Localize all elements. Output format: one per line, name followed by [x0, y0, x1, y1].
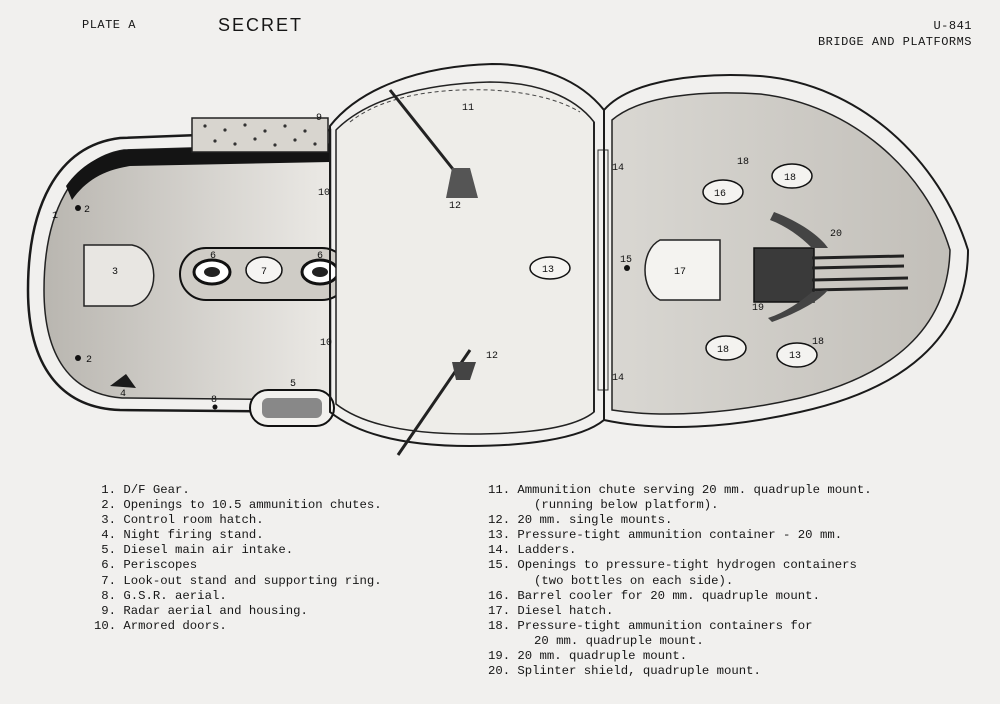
legend-item: 10. Armored doors.	[94, 618, 227, 633]
legend-item: 4. Night firing stand.	[101, 528, 264, 543]
callout-17: 17	[674, 267, 686, 278]
legend-right: 11. Ammunition chute serving 20 mm. quad…	[488, 483, 948, 679]
legend-item: 6. Periscopes	[101, 558, 198, 573]
callout-10: 10	[318, 188, 330, 199]
callout-11: 11	[462, 103, 474, 114]
callout-9: 9	[316, 113, 322, 124]
callout-16: 16	[714, 189, 726, 200]
plate-label: PLATE A	[82, 18, 136, 32]
legend-item: 14. Ladders.	[488, 543, 577, 558]
legend-continuation: (two bottles on each side).	[534, 573, 734, 588]
legend-item: 18. Pressure-tight ammunition containers…	[488, 618, 813, 633]
splinter-shield-lower	[768, 290, 828, 322]
radar-aerial-housing	[191, 117, 329, 153]
legend-item: 2. Openings to 10.5 ammunition chutes.	[101, 498, 382, 513]
callout-13: 13	[789, 351, 801, 362]
diesel-hatch	[644, 239, 721, 301]
callout-20: 20	[830, 229, 842, 240]
callout-13: 13	[542, 265, 554, 276]
legend-item: 8. G.S.R. aerial.	[101, 588, 227, 603]
callout-3: 3	[112, 267, 118, 278]
legend-item: 11. Ammunition chute serving 20 mm. quad…	[488, 483, 872, 497]
legend-item: 15. Openings to pressure-tight hydrogen …	[488, 558, 857, 573]
callout-18: 18	[812, 337, 824, 348]
legend-continuation: 20 mm. quadruple mount.	[534, 633, 704, 648]
legend-item: 7. Look-out stand and supporting ring.	[101, 573, 382, 588]
middle-platform	[329, 62, 609, 456]
legend-item: 19. 20 mm. quadruple mount.	[488, 649, 688, 664]
legend-item: 13. Pressure-tight ammunition container …	[488, 528, 843, 543]
legend-continuation: (running below platform).	[534, 498, 719, 513]
callout-2: 2	[86, 355, 92, 366]
callout-1: 1	[52, 211, 58, 222]
callout-12: 12	[449, 201, 461, 212]
callout-15: 15	[620, 255, 632, 266]
callout-14: 14	[612, 373, 624, 384]
control-room-hatch	[83, 244, 155, 307]
callout-5: 5	[290, 379, 296, 390]
callout-10: 10	[320, 338, 332, 349]
bridge-platform-drawing: 1 2 2 3 4 5 6 6 7 8 9 10 10 11 12 12 13 …	[26, 62, 970, 456]
legend-item: 20. Splinter shield, quadruple mount.	[488, 664, 761, 679]
ammo-container-13-mid	[529, 256, 571, 280]
legend-item: 1. D/F Gear.	[101, 483, 190, 497]
callout-6: 6	[317, 251, 323, 262]
legend-item: 16. Barrel cooler for 20 mm. quadruple m…	[488, 588, 820, 603]
callout-18: 18	[717, 345, 729, 356]
night-firing-stand	[110, 374, 136, 388]
legend-item: 12. 20 mm. single mounts.	[488, 513, 673, 528]
callout-12: 12	[486, 351, 498, 362]
legend-item: 17. Diesel hatch.	[488, 603, 614, 618]
callout-18: 18	[737, 157, 749, 168]
callout-4: 4	[120, 389, 126, 400]
single-mount-port	[446, 168, 478, 198]
splinter-shield-upper	[770, 212, 828, 248]
plate-subtitle: BRIDGE AND PLATFORMS	[817, 35, 972, 49]
legend-item: 5. Diesel main air intake.	[101, 543, 294, 558]
callout-18: 18	[784, 173, 796, 184]
classification-stamp: SECRET	[218, 15, 304, 35]
boat-id: U-841	[933, 19, 972, 33]
forward-platform	[603, 74, 970, 428]
callout-19: 19	[752, 303, 764, 314]
legend-item: 9. Radar aerial and housing.	[101, 603, 308, 618]
boat-header: U-841 BRIDGE AND PLATFORMS	[818, 18, 972, 50]
legend-item: 3. Control room hatch.	[101, 513, 264, 528]
callout-8: 8	[211, 395, 217, 406]
callout-14: 14	[612, 163, 624, 174]
callout-7: 7	[261, 267, 267, 278]
callout-2: 2	[84, 205, 90, 216]
quadruple-mount	[753, 247, 815, 303]
legend-left: 1. D/F Gear. 2. Openings to 10.5 ammunit…	[94, 483, 474, 634]
conning-tower-bridge	[26, 117, 349, 427]
callout-6: 6	[210, 251, 216, 262]
single-mount-starboard	[452, 362, 476, 380]
